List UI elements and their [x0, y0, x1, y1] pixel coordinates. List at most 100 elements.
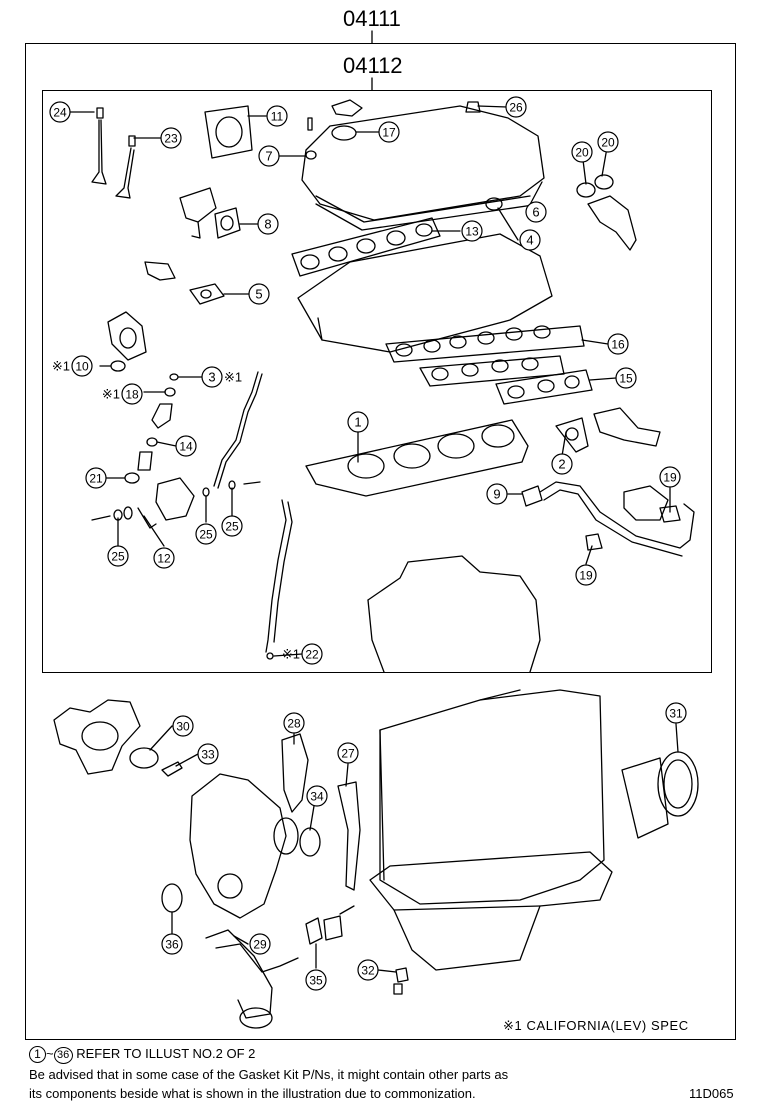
- callout-number: 15: [619, 372, 633, 386]
- callout-15: 15: [615, 367, 637, 389]
- callout-bubble: [615, 367, 637, 389]
- callout-number: 24: [53, 106, 67, 120]
- callout-bubble: [258, 145, 280, 167]
- callout-bubble: [659, 466, 681, 488]
- callout-number: 21: [89, 472, 103, 486]
- callout-number: 28: [287, 717, 301, 731]
- callout-bubble: [201, 366, 223, 388]
- callout-number: 10: [75, 360, 89, 374]
- callout-number: 23: [164, 132, 178, 146]
- outer-kit-frame: [25, 43, 736, 1040]
- callout-number: 35: [309, 974, 323, 988]
- california-mark: ※1: [224, 370, 242, 385]
- callout-number: 12: [157, 552, 171, 566]
- callout-number: 13: [465, 225, 479, 239]
- callout-number: 36: [165, 938, 179, 952]
- callout-33: 33: [197, 743, 219, 765]
- kit-number-outer: 04111: [343, 6, 401, 31]
- callout-number: 2: [558, 457, 565, 472]
- callout-bubble: [49, 101, 71, 123]
- callout-number: 31: [669, 707, 683, 721]
- callout-3: 3 ※1: [201, 366, 242, 388]
- callout-number: 11: [271, 110, 284, 124]
- callout-8: 8: [257, 213, 279, 235]
- callout-number: 19: [579, 569, 593, 583]
- callout-bubble: [121, 383, 143, 405]
- callout-number: 16: [611, 338, 625, 352]
- callout-19: 19: [575, 564, 597, 586]
- callout-number: 27: [341, 747, 355, 761]
- callout-34: 34: [306, 785, 328, 807]
- callout-2: 2: [551, 453, 573, 475]
- callout-layer: 123※145678910※11112131415161718※11919202…: [49, 96, 687, 991]
- illustration-code: 11D065: [689, 1086, 734, 1101]
- callout-7: 7: [258, 145, 280, 167]
- callout-bubble: [519, 229, 541, 251]
- callout-number: 7: [265, 149, 272, 164]
- callout-bubble: [337, 742, 359, 764]
- callout-18: 18※1: [102, 383, 143, 405]
- callout-13: 13: [461, 220, 483, 242]
- callout-bubble: [71, 355, 93, 377]
- callout-bubble: [305, 969, 327, 991]
- callout-36: 36: [161, 933, 183, 955]
- callout-number: 9: [493, 487, 500, 502]
- callout-16: 16: [607, 333, 629, 355]
- callout-bubble: [248, 283, 270, 305]
- callout-bubble: [195, 523, 217, 545]
- callout-bubble: [378, 121, 400, 143]
- california-mark: ※1: [52, 359, 70, 374]
- kit-number-inner: 04112: [343, 53, 403, 78]
- range-reference-text: REFER TO ILLUST NO.2 OF 2: [76, 1046, 256, 1061]
- callout-number: 1: [354, 415, 361, 430]
- callout-number: 34: [310, 790, 324, 804]
- range-start-callout: 1: [29, 1046, 46, 1063]
- callout-bubble: [357, 959, 379, 981]
- callout-bubble: [197, 743, 219, 765]
- callout-number: 3: [208, 370, 215, 385]
- footer-disclaimer-line-1: Be advised that in some case of the Gask…: [29, 1067, 509, 1082]
- callout-32: 32: [357, 959, 379, 981]
- california-spec-note: ※1 CALIFORNIA(LEV) SPEC: [503, 1018, 689, 1033]
- callout-bubble: [266, 105, 288, 127]
- callout-1: 1: [347, 411, 369, 433]
- callout-number: 20: [575, 146, 589, 160]
- callout-12: 12: [153, 547, 175, 569]
- california-mark: ※1: [282, 647, 300, 662]
- callout-6: 6: [525, 201, 547, 223]
- callout-31: 31: [665, 702, 687, 724]
- callout-9: 9: [486, 483, 508, 505]
- callout-number: 30: [176, 720, 190, 734]
- callout-14: 14: [175, 435, 197, 457]
- callout-bubble: [257, 213, 279, 235]
- callout-number: 25: [225, 520, 239, 534]
- callout-20: 20: [597, 131, 619, 153]
- callout-30: 30: [172, 715, 194, 737]
- callout-number: 26: [509, 101, 523, 115]
- callout-26: 26: [505, 96, 527, 118]
- callout-bubble: [665, 702, 687, 724]
- callout-bubble: [306, 785, 328, 807]
- callout-bubble: [525, 201, 547, 223]
- callout-number: 20: [601, 136, 615, 150]
- callout-number: 25: [199, 528, 213, 542]
- callout-25: 25: [195, 523, 217, 545]
- callout-bubble: [486, 483, 508, 505]
- callout-bubble: [283, 712, 305, 734]
- callout-25: 25: [221, 515, 243, 537]
- callout-bubble: [249, 933, 271, 955]
- callout-number: 33: [201, 748, 215, 762]
- callout-number: 29: [253, 938, 267, 952]
- range-end-callout: 36: [53, 1047, 73, 1064]
- callout-bubble: [607, 333, 629, 355]
- callout-10: 10 ※1: [52, 355, 93, 377]
- callout-bubble: [161, 933, 183, 955]
- callout-bubble: [347, 411, 369, 433]
- callout-number: 18: [125, 388, 139, 402]
- callout-27: 27: [337, 742, 359, 764]
- callout-17: 17: [378, 121, 400, 143]
- callout-24: 24: [49, 101, 71, 123]
- footer-range-line: 1~36 REFER TO ILLUST NO.2 OF 2: [29, 1046, 255, 1064]
- callout-number: 4: [526, 233, 533, 248]
